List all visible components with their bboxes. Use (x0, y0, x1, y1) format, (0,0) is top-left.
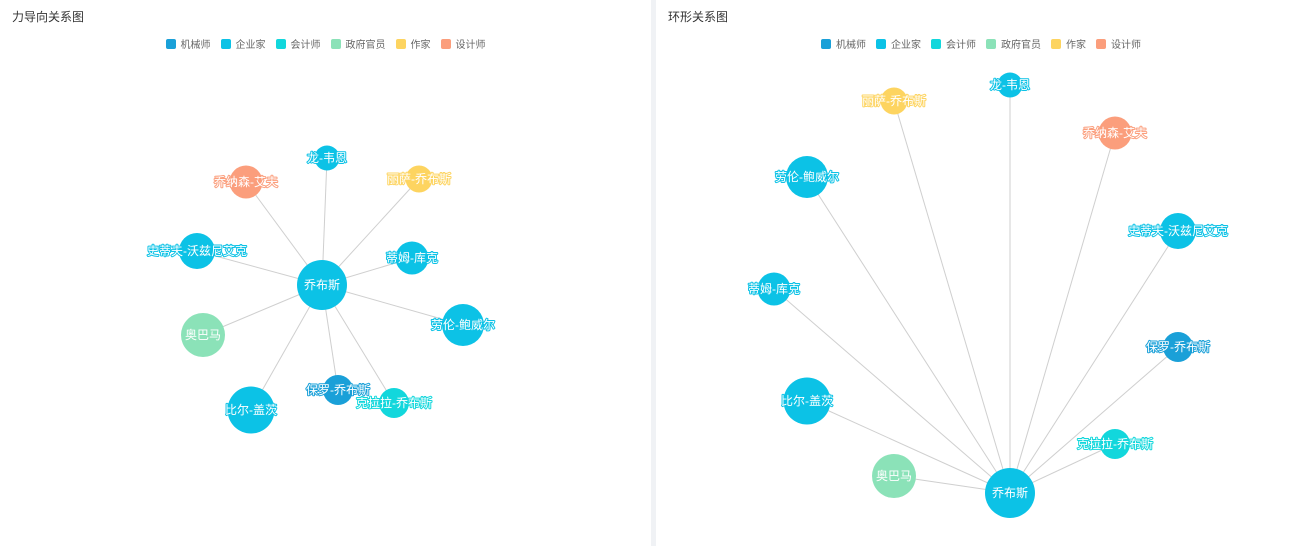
graph-node-label: 龙-韦恩 (307, 151, 347, 165)
graph-node-label: 克拉拉-乔布斯 (1077, 436, 1153, 451)
graph-node-label: 奥巴马 (876, 469, 912, 483)
graph-edge (773, 288, 1011, 494)
graph-node[interactable] (1160, 213, 1196, 249)
circular-graph-panel: 环形关系图 机械师 企业家 会计师 政府官员 作家 设计师 乔布斯 龙-韦恩丽萨-乔布斯乔纳… (656, 0, 1306, 546)
legend-label: 企业家 (235, 40, 266, 51)
legend-label: 政府官员 (345, 40, 386, 51)
legend-swatch (330, 38, 341, 49)
graph-node[interactable] (395, 241, 429, 275)
legend-item[interactable]: 政府官员 (986, 36, 1041, 51)
graph-node-label: 劳伦-鲍威尔 (775, 169, 839, 184)
legend-label: 会计师 (290, 40, 321, 51)
legend-item[interactable]: 作家 (1051, 36, 1086, 51)
graph-node[interactable] (179, 233, 215, 269)
graph-node-label: 保罗-乔布斯 (1146, 340, 1210, 354)
force-graph-legend: 机械师 企业家 会计师 政府官员 作家 设计师 (0, 36, 651, 51)
graph-node[interactable] (229, 165, 263, 199)
legend-item[interactable]: 企业家 (220, 36, 266, 51)
legend-swatch (220, 38, 231, 49)
legend-label: 设计师 (1111, 40, 1141, 51)
graph-node[interactable] (757, 272, 791, 306)
graph-node[interactable] (314, 145, 340, 171)
graph-node-label: 丽萨-乔布斯 (387, 172, 451, 186)
legend-item[interactable]: 会计师 (275, 36, 321, 51)
graph-node[interactable] (227, 386, 275, 434)
graph-node-label: 乔纳森-艾夫 (1083, 125, 1147, 140)
graph-node[interactable] (323, 375, 353, 405)
graph-node-label: 乔布斯 (304, 278, 340, 292)
graph-node[interactable] (1163, 332, 1193, 362)
graph-node-label: 丽萨-乔布斯 (862, 94, 926, 108)
legend-item[interactable]: 设计师 (440, 36, 486, 51)
legend-label: 作家 (410, 40, 431, 51)
legend-item[interactable]: 作家 (395, 36, 431, 51)
graph-node[interactable] (1098, 116, 1132, 150)
graph-node[interactable] (379, 388, 409, 418)
graph-node-label: 比尔-盖茨 (225, 402, 277, 417)
legend-label: 机械师 (180, 40, 211, 51)
legend-label: 会计师 (946, 40, 976, 51)
circular-graph-legend: 机械师 企业家 会计师 政府官员 作家 设计师 (656, 36, 1306, 51)
graph-node-label: 乔纳森-艾夫 (214, 174, 278, 189)
graph-node-label: 乔布斯 (992, 486, 1028, 500)
graph-node[interactable] (405, 165, 433, 193)
legend-swatch (1051, 38, 1061, 49)
graph-node[interactable] (442, 304, 484, 346)
circular-graph-canvas[interactable]: 乔布斯 龙-韦恩丽萨-乔布斯乔纳森-艾夫劳伦-鲍威尔史蒂夫-沃兹尼艾克蒂姆-库克保… (656, 0, 1306, 546)
legend-item[interactable]: 机械师 (165, 36, 211, 51)
graph-edge (1009, 346, 1179, 494)
graph-node-label: 保罗-乔布斯 (306, 383, 370, 397)
graph-node[interactable] (783, 377, 831, 425)
legend-item[interactable]: 企业家 (876, 36, 921, 51)
legend-item[interactable]: 会计师 (931, 36, 976, 51)
graph-node[interactable] (997, 72, 1023, 98)
legend-swatch (1096, 38, 1106, 49)
graph-node-label: 龙-韦恩 (990, 78, 1030, 92)
legend-swatch (821, 38, 831, 49)
legend-swatch (876, 38, 886, 49)
force-graph-panel: 力导向关系图 机械师 企业家 会计师 政府官员 作家 设计师 乔布斯 龙-韦恩乔纳森-艾夫 丽… (0, 0, 651, 546)
graph-node-label: 蒂姆-库克 (386, 250, 438, 265)
force-graph-title: 力导向关系图 (12, 10, 85, 24)
graph-node-label: 蒂姆-库克 (748, 281, 800, 296)
legend-item[interactable]: 机械师 (821, 36, 866, 51)
graph-node[interactable] (786, 156, 828, 198)
graph-edge (1009, 230, 1179, 494)
graph-edge (1009, 132, 1116, 494)
graph-edge (806, 176, 1011, 494)
legend-label: 政府官员 (1001, 40, 1041, 51)
legend-label: 机械师 (836, 40, 866, 51)
graph-node-label: 史蒂夫-沃兹尼艾克 (147, 244, 247, 258)
legend-item[interactable]: 设计师 (1096, 36, 1141, 51)
legend-item[interactable]: 政府官员 (330, 36, 386, 51)
graph-edge (806, 400, 1011, 494)
circular-graph-title: 环形关系图 (668, 10, 729, 24)
legend-swatch (165, 38, 176, 49)
graph-node[interactable] (181, 313, 225, 357)
legend-swatch (931, 38, 941, 49)
legend-swatch (395, 38, 406, 49)
graph-node[interactable] (985, 468, 1035, 518)
graph-edge (893, 100, 1011, 494)
graph-node-label: 克拉拉-乔布斯 (356, 395, 432, 410)
legend-swatch (986, 38, 996, 49)
legend-swatch (440, 38, 451, 49)
graph-node[interactable] (872, 454, 916, 498)
legend-label: 作家 (1066, 40, 1086, 51)
graph-node[interactable] (297, 260, 347, 310)
legend-swatch (275, 38, 286, 49)
graph-node-label: 劳伦-鲍威尔 (431, 317, 495, 332)
graph-node[interactable] (880, 87, 908, 115)
legend-label: 设计师 (455, 40, 486, 51)
graph-node-label: 奥巴马 (185, 328, 221, 342)
graph-node[interactable] (1100, 429, 1130, 459)
graph-node-label: 史蒂夫-沃兹尼艾克 (1128, 224, 1228, 238)
legend-label: 企业家 (891, 40, 921, 51)
graph-node-label: 比尔-盖茨 (781, 393, 833, 408)
